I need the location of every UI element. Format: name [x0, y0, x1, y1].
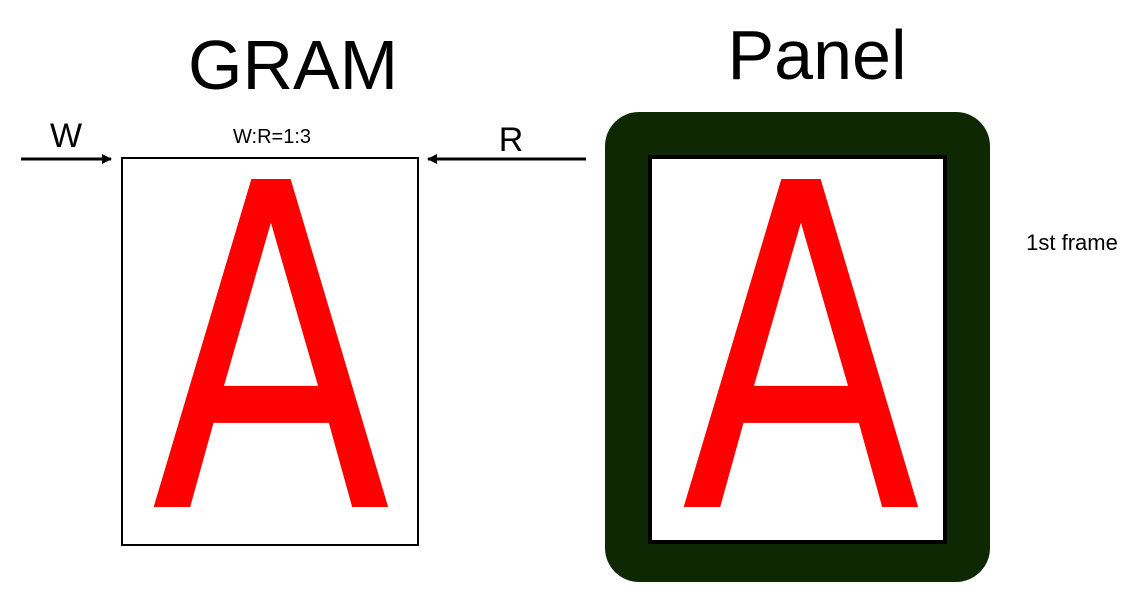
- gram-title: GRAM: [188, 26, 398, 104]
- frame-label: 1st frame: [1026, 230, 1118, 255]
- gram-buffer-box: [121, 157, 419, 546]
- gram-glyph-a: A: [151, 90, 392, 610]
- write-label: W: [50, 117, 82, 155]
- ratio-label: W:R=1:3: [233, 126, 311, 148]
- read-label: R: [499, 121, 524, 159]
- panel-screen: [648, 155, 947, 544]
- panel-title: Panel: [727, 16, 906, 94]
- panel-glyph-a: A: [681, 90, 922, 610]
